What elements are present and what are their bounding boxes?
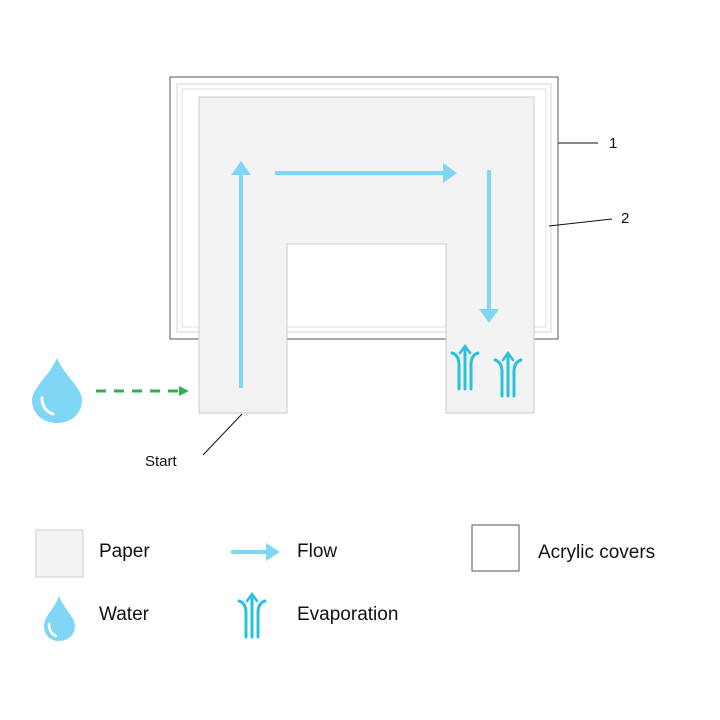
legend-acrylic-label: Acrylic covers (538, 542, 655, 563)
water-drop-icon (32, 358, 82, 423)
start-label: Start (145, 453, 178, 470)
callout-line-start (202, 413, 243, 456)
legend-evaporation-label: Evaporation (297, 604, 398, 625)
acrylic-cover-inner-frame (176, 83, 552, 333)
water-input-arrow-head (179, 386, 189, 396)
flow-arrow-right-head (443, 163, 457, 183)
legend-paper-label: Paper (99, 541, 150, 562)
legend-flow-arrow-head (266, 543, 280, 561)
evaporation-icon (450, 343, 480, 391)
flow-arrow-up-head (231, 161, 251, 175)
legend: Paper Flow Acrylic covers Water Evaporat… (35, 524, 655, 641)
callout-label-1: 1 (609, 135, 617, 152)
evaporation-icon (493, 350, 523, 398)
legend-acrylic-swatch (471, 524, 520, 572)
callout-line-2 (548, 218, 613, 227)
legend-paper-swatch (35, 529, 84, 578)
legend-water-drop-icon (44, 596, 75, 641)
legend-water-label: Water (99, 604, 150, 625)
callout-label-2: 2 (621, 210, 629, 227)
flow-arrow-down-head (479, 309, 499, 323)
acrylic-cover-inner-frame-2 (181, 88, 547, 328)
legend-flow-label: Flow (297, 541, 337, 562)
legend-evaporation-icon (237, 591, 267, 639)
